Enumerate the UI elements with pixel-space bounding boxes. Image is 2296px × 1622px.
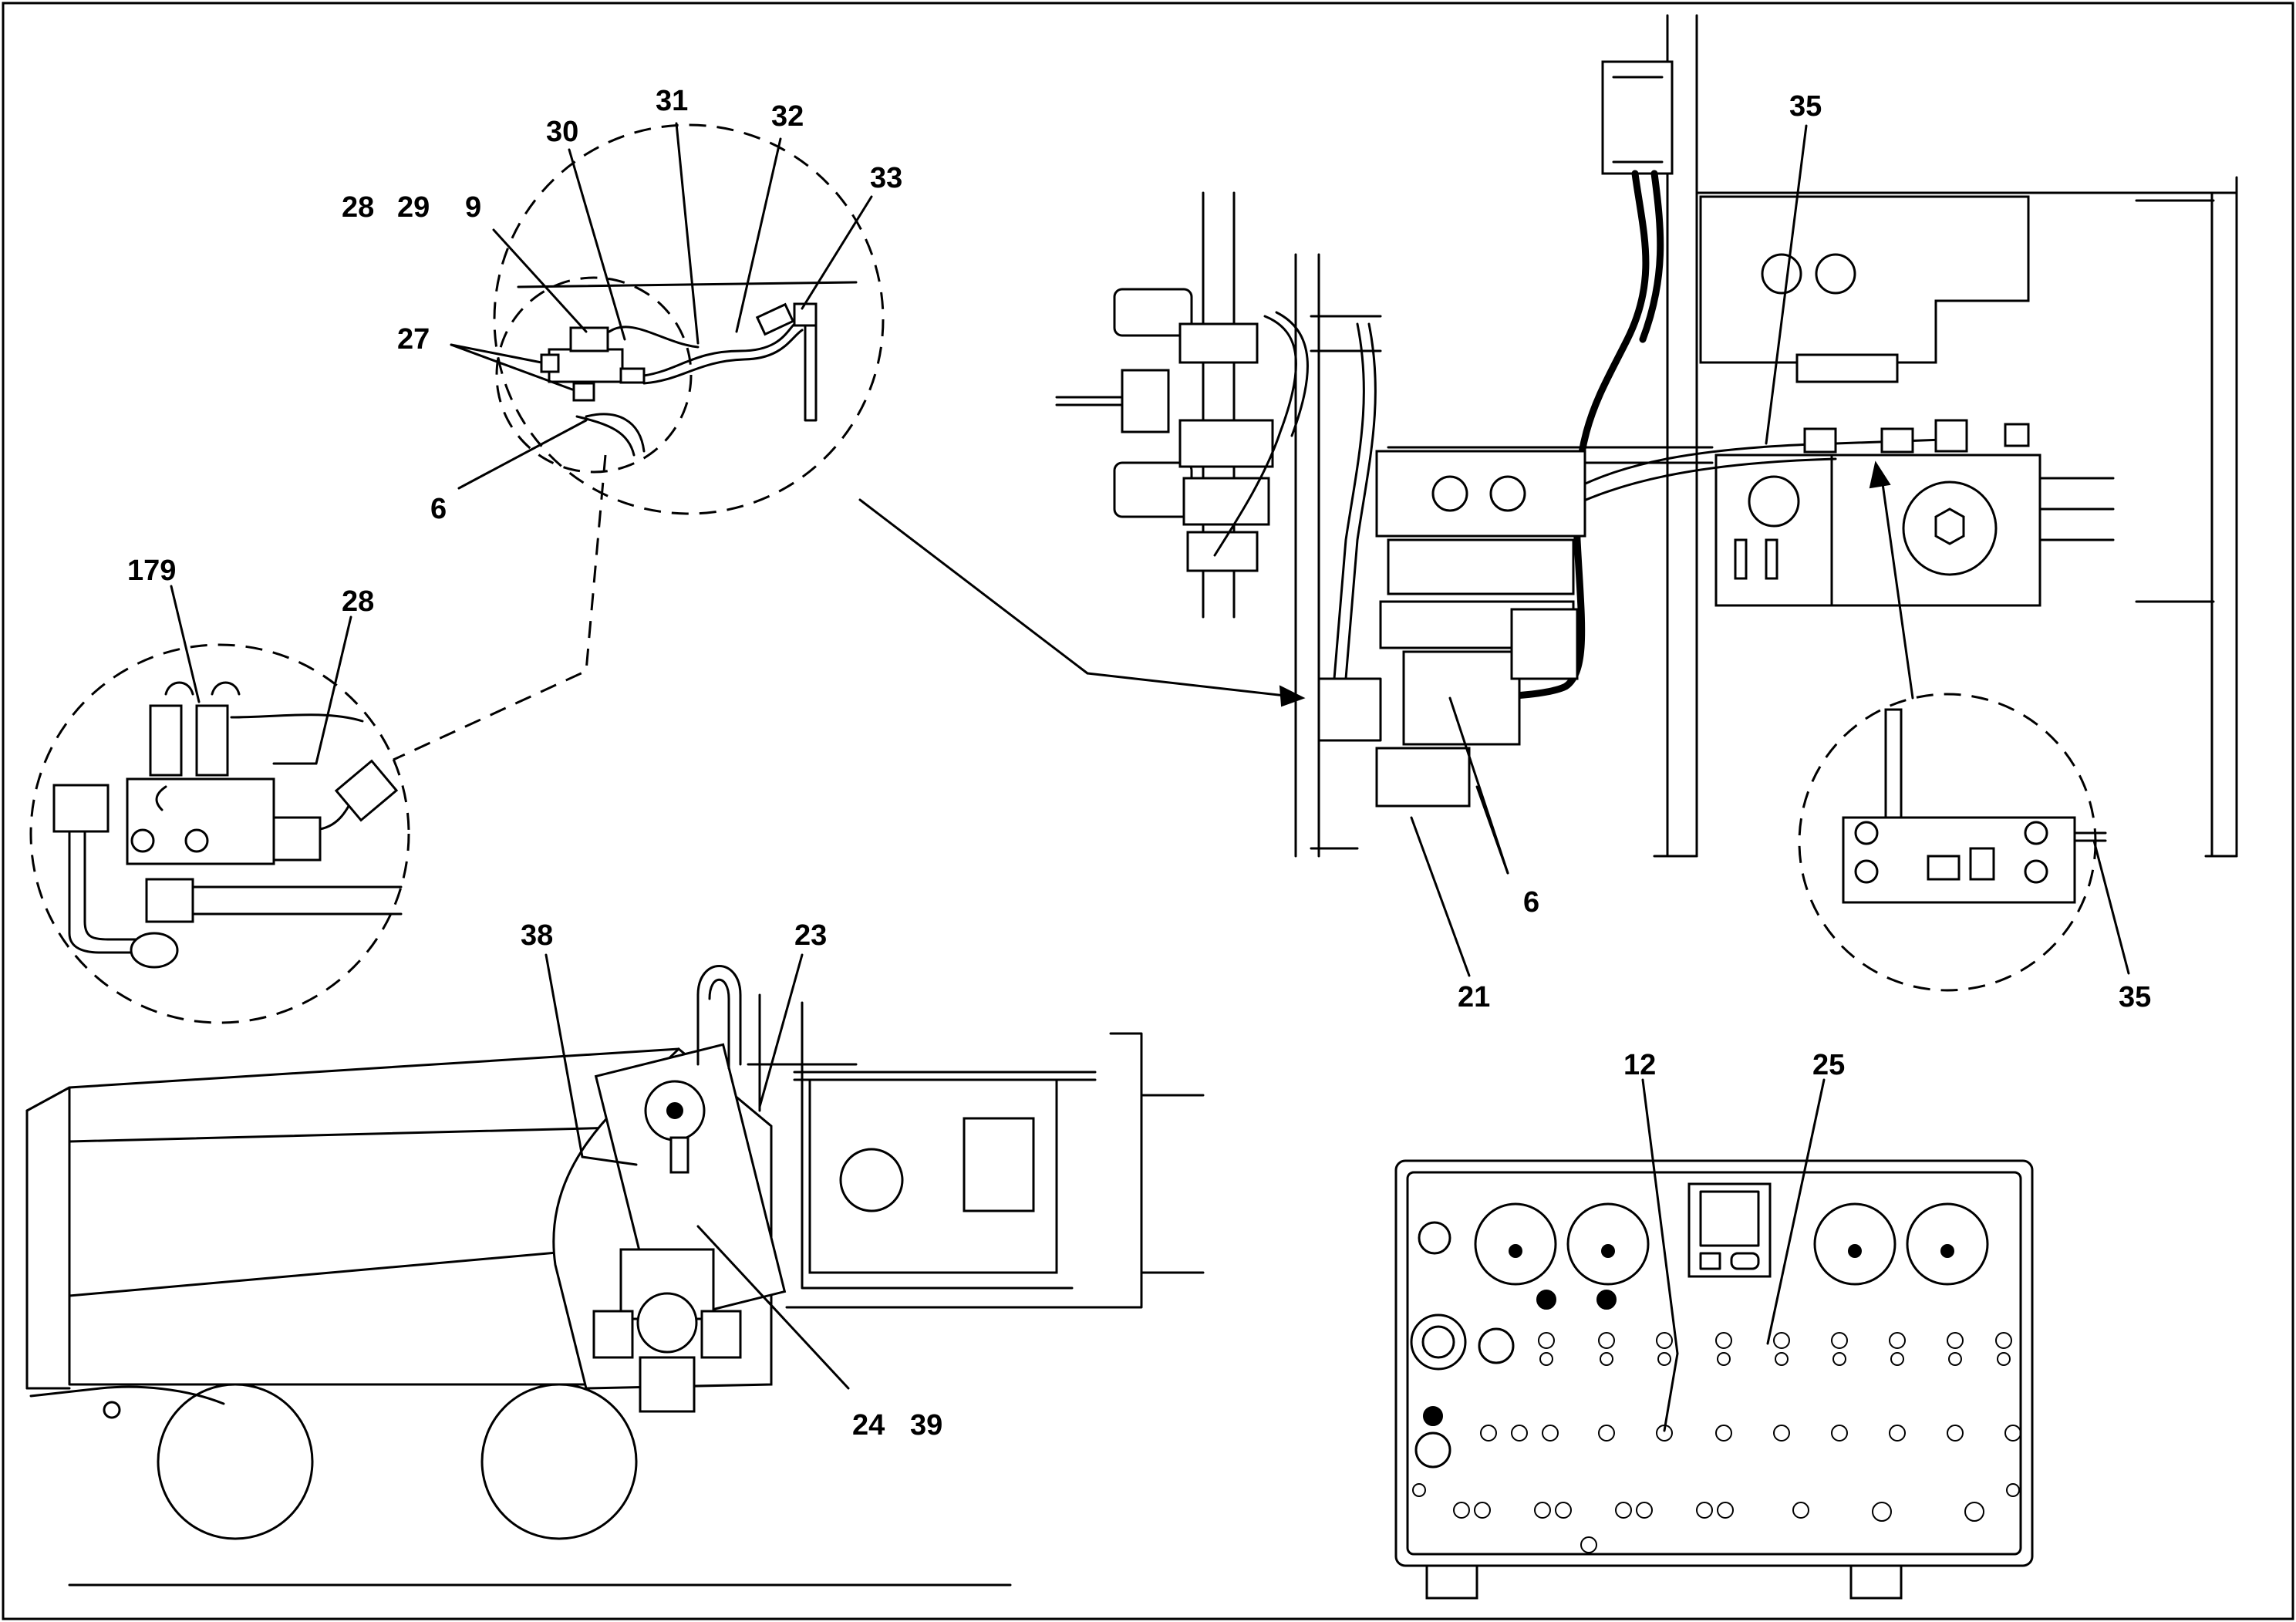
callout-35-top: 35: [1789, 90, 1822, 123]
control-panel: [1394, 1159, 2034, 1600]
switch-row-3: [1412, 1483, 2020, 1522]
right-fitting-detail: [1798, 693, 2130, 992]
callout-21: 21: [1458, 981, 1490, 1013]
callout-23: 23: [794, 919, 827, 952]
detail-pointer-arrow: [858, 498, 1306, 707]
leader-lines-truck: [544, 953, 850, 1390]
leader-lines-panel: [1641, 1078, 1826, 1432]
callout-9: 9: [465, 191, 481, 224]
hydraulic-machine-assembly: [1055, 14, 2238, 858]
callout-6-right: 6: [1523, 886, 1539, 919]
callout-30: 30: [546, 116, 578, 148]
valve-closeup-detail: [29, 643, 410, 1024]
callout-24: 24: [852, 1409, 885, 1442]
callout-28-top: 28: [342, 191, 374, 224]
detail-connector: [393, 454, 607, 761]
switch-row-1: [1538, 1332, 2012, 1366]
truck-side-view: [25, 965, 1205, 1587]
callout-12: 12: [1623, 1049, 1656, 1081]
callout-38: 38: [521, 919, 553, 952]
switch-row-2: [1480, 1425, 2021, 1442]
callout-29: 29: [397, 191, 430, 224]
leader-lines-machine: [1410, 124, 1914, 977]
callout-28-detail: 28: [342, 585, 374, 618]
leader-lines-left-detail: [170, 585, 352, 765]
callout-33: 33: [870, 162, 902, 194]
callout-179: 179: [127, 555, 176, 587]
callout-25: 25: [1812, 1049, 1845, 1081]
callout-39: 39: [910, 1409, 942, 1442]
callout-31: 31: [656, 85, 688, 117]
callout-labels: 28 29 9 30 31 32 33 27 6 179 28 35 6 21 …: [127, 85, 2151, 1442]
leader-lines-upper-left: [450, 122, 873, 490]
callout-35-right: 35: [2119, 981, 2151, 1013]
callout-6-left: 6: [430, 493, 447, 525]
callout-32: 32: [771, 100, 804, 133]
callout-27: 27: [397, 323, 430, 356]
hose-assembly-detail: [493, 123, 885, 515]
